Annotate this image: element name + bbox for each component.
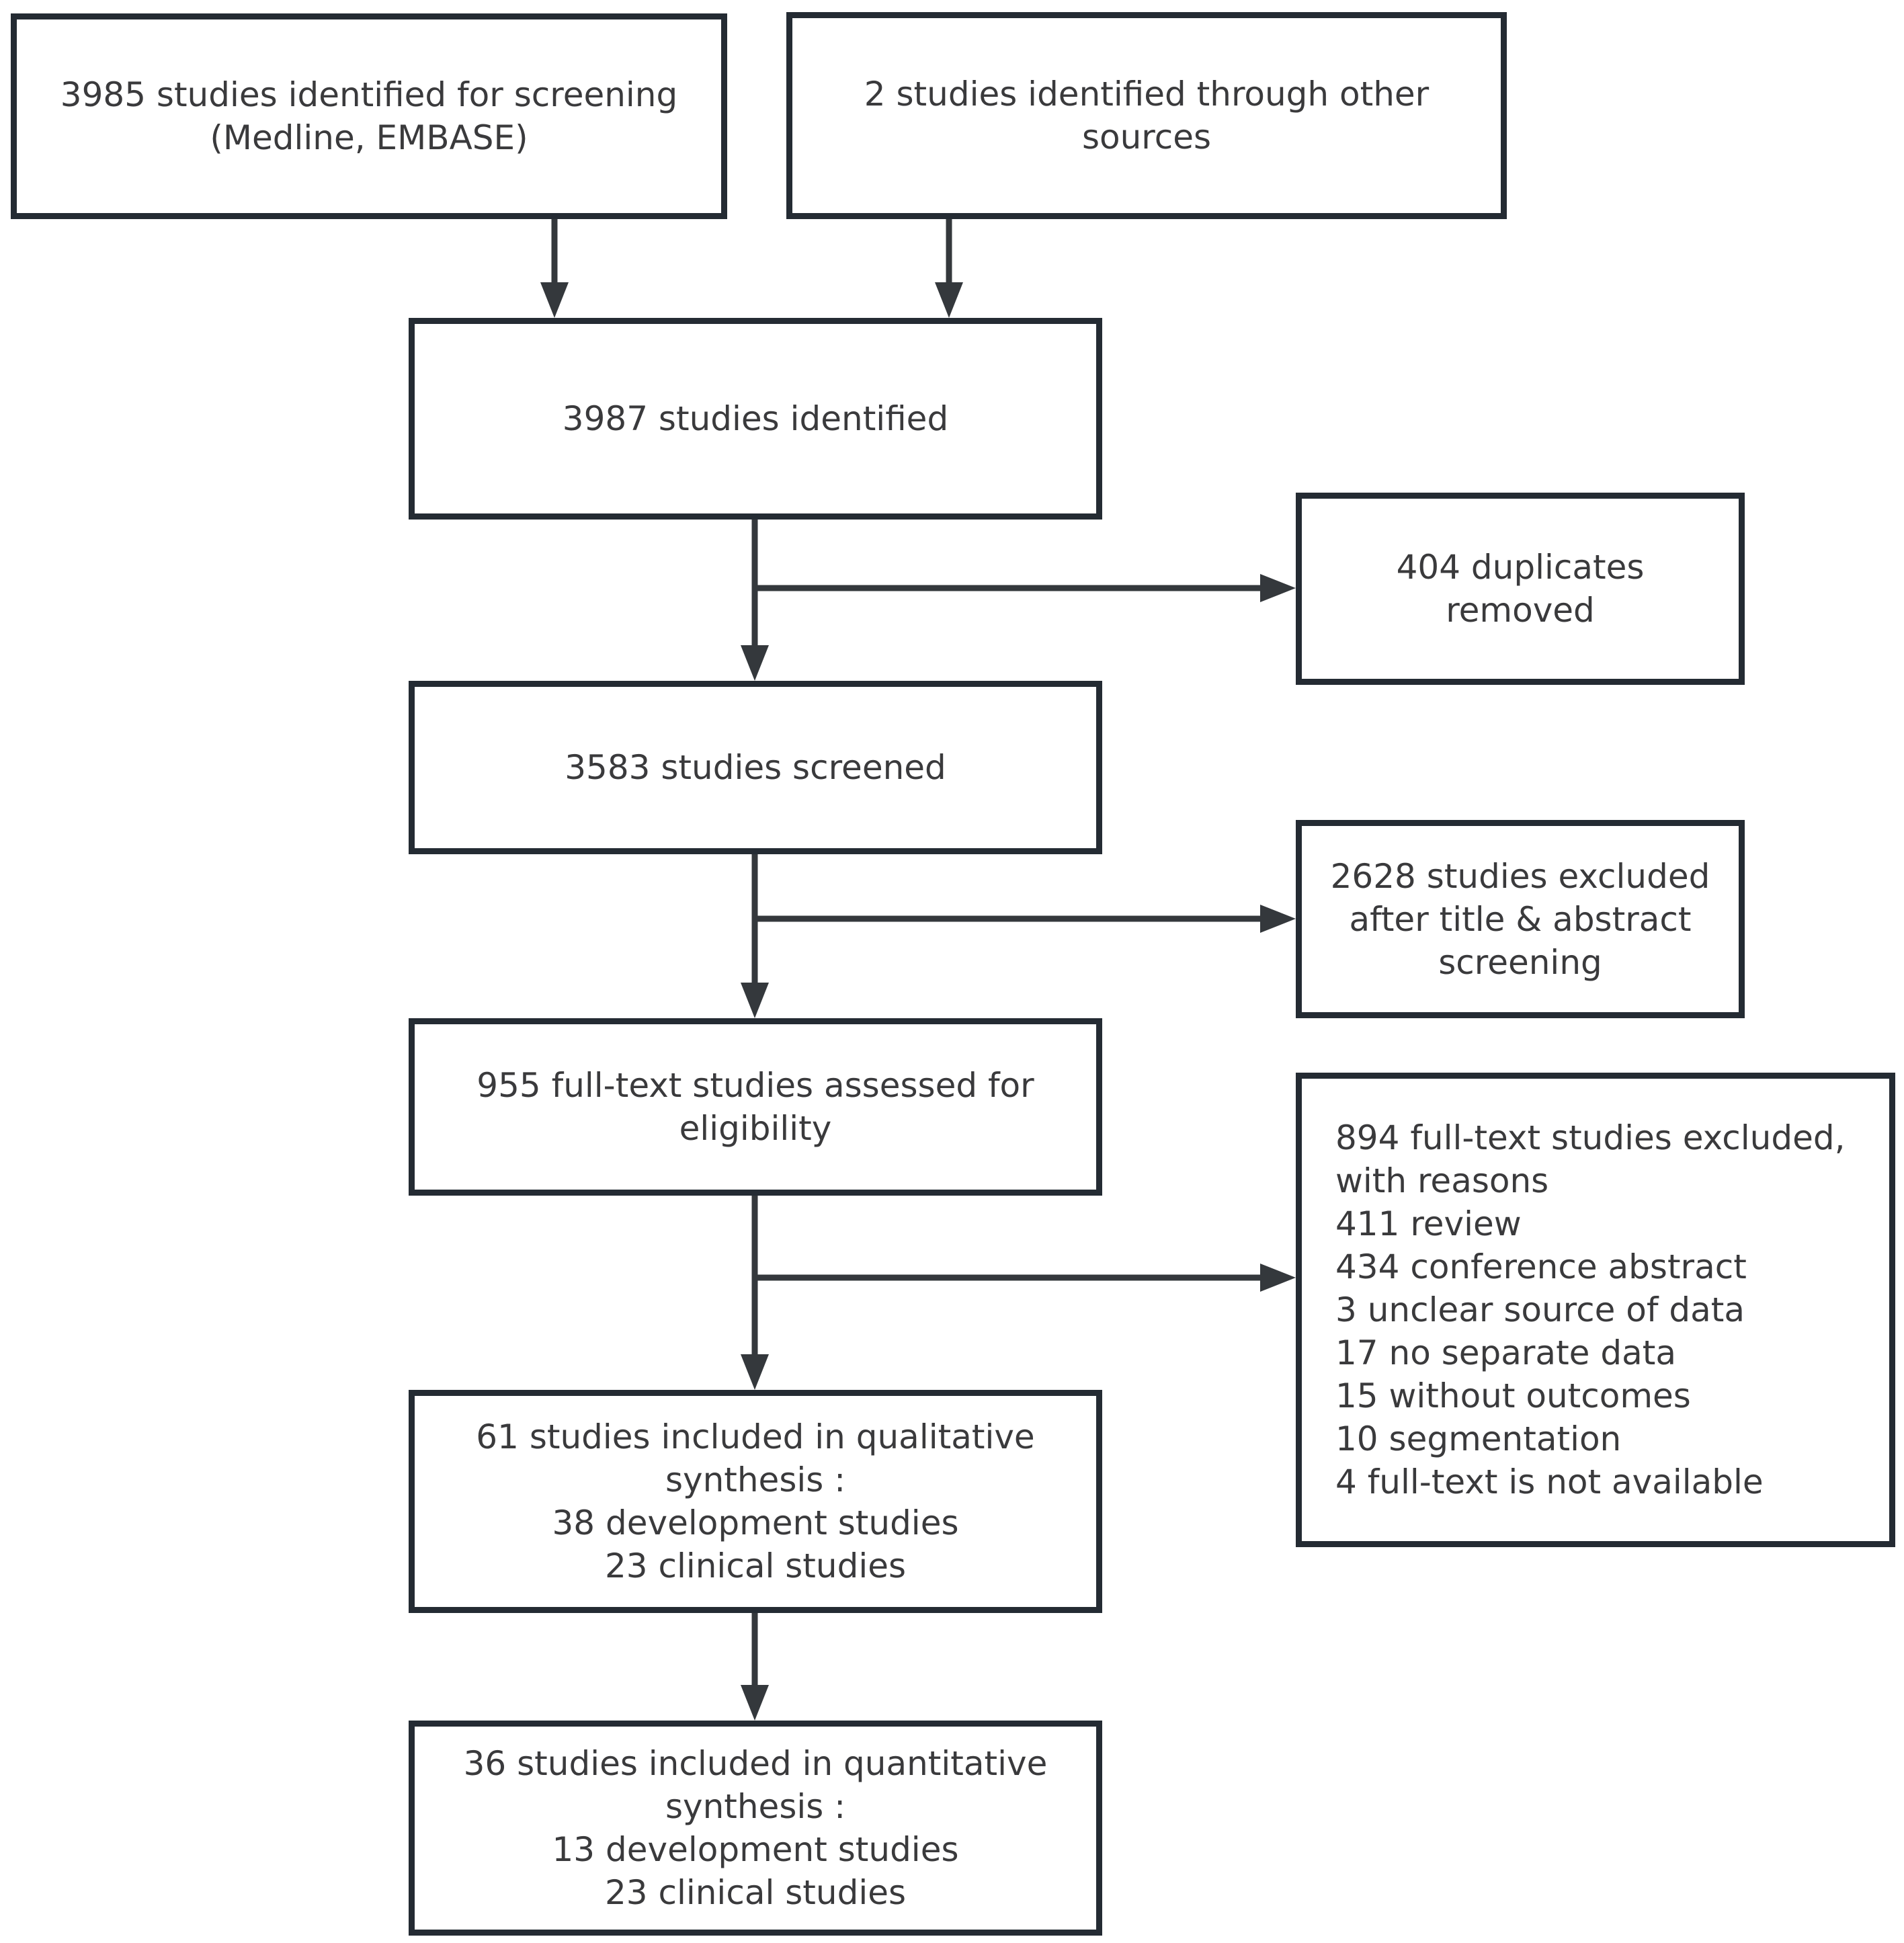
arrowhead-down-icon bbox=[540, 282, 569, 318]
connector-qualitative-to-quantitative bbox=[741, 1613, 769, 1721]
arrowhead-down-icon bbox=[741, 1685, 769, 1721]
connector-other-sources-to-identified bbox=[935, 219, 963, 318]
connector-screened-to-excluded bbox=[755, 905, 1296, 933]
box-duplicates-removed: 404 duplicates removed bbox=[1296, 493, 1745, 685]
box-other-sources: 2 studies identified through other sourc… bbox=[786, 12, 1507, 219]
box-qualitative-synthesis: 61 studies included in qualitative synth… bbox=[409, 1390, 1102, 1613]
box-quantitative-synthesis: 36 studies included in quantitative synt… bbox=[409, 1721, 1102, 1936]
arrowhead-down-icon bbox=[935, 282, 963, 318]
box-studies-identified: 3987 studies identified bbox=[409, 318, 1102, 520]
arrowhead-down-icon bbox=[741, 645, 769, 681]
box-studies-screened: 3583 studies screened bbox=[409, 681, 1102, 854]
connector-fulltext-to-qualitative bbox=[741, 1196, 769, 1390]
arrowhead-right-icon bbox=[1260, 905, 1296, 933]
box-fulltext-excluded: 894 full-text studies excluded, with rea… bbox=[1296, 1073, 1895, 1547]
connector-identified-to-screened bbox=[741, 520, 769, 681]
arrowhead-down-icon bbox=[741, 983, 769, 1018]
connector-screening-to-identified bbox=[540, 219, 569, 318]
connector-identified-to-duplicates bbox=[755, 574, 1296, 602]
arrowhead-down-icon bbox=[741, 1354, 769, 1390]
box-excluded-title-abstract: 2628 studies excluded after title & abst… bbox=[1296, 820, 1745, 1018]
box-fulltext-assessed: 955 full-text studies assessed for eligi… bbox=[409, 1018, 1102, 1196]
connector-screened-to-fulltext bbox=[741, 854, 769, 1018]
arrowhead-right-icon bbox=[1260, 1264, 1296, 1292]
connector-fulltext-to-fulltext-excluded bbox=[755, 1264, 1296, 1292]
box-identified-for-screening: 3985 studies identified for screening (M… bbox=[11, 13, 727, 219]
arrowhead-right-icon bbox=[1260, 574, 1296, 602]
